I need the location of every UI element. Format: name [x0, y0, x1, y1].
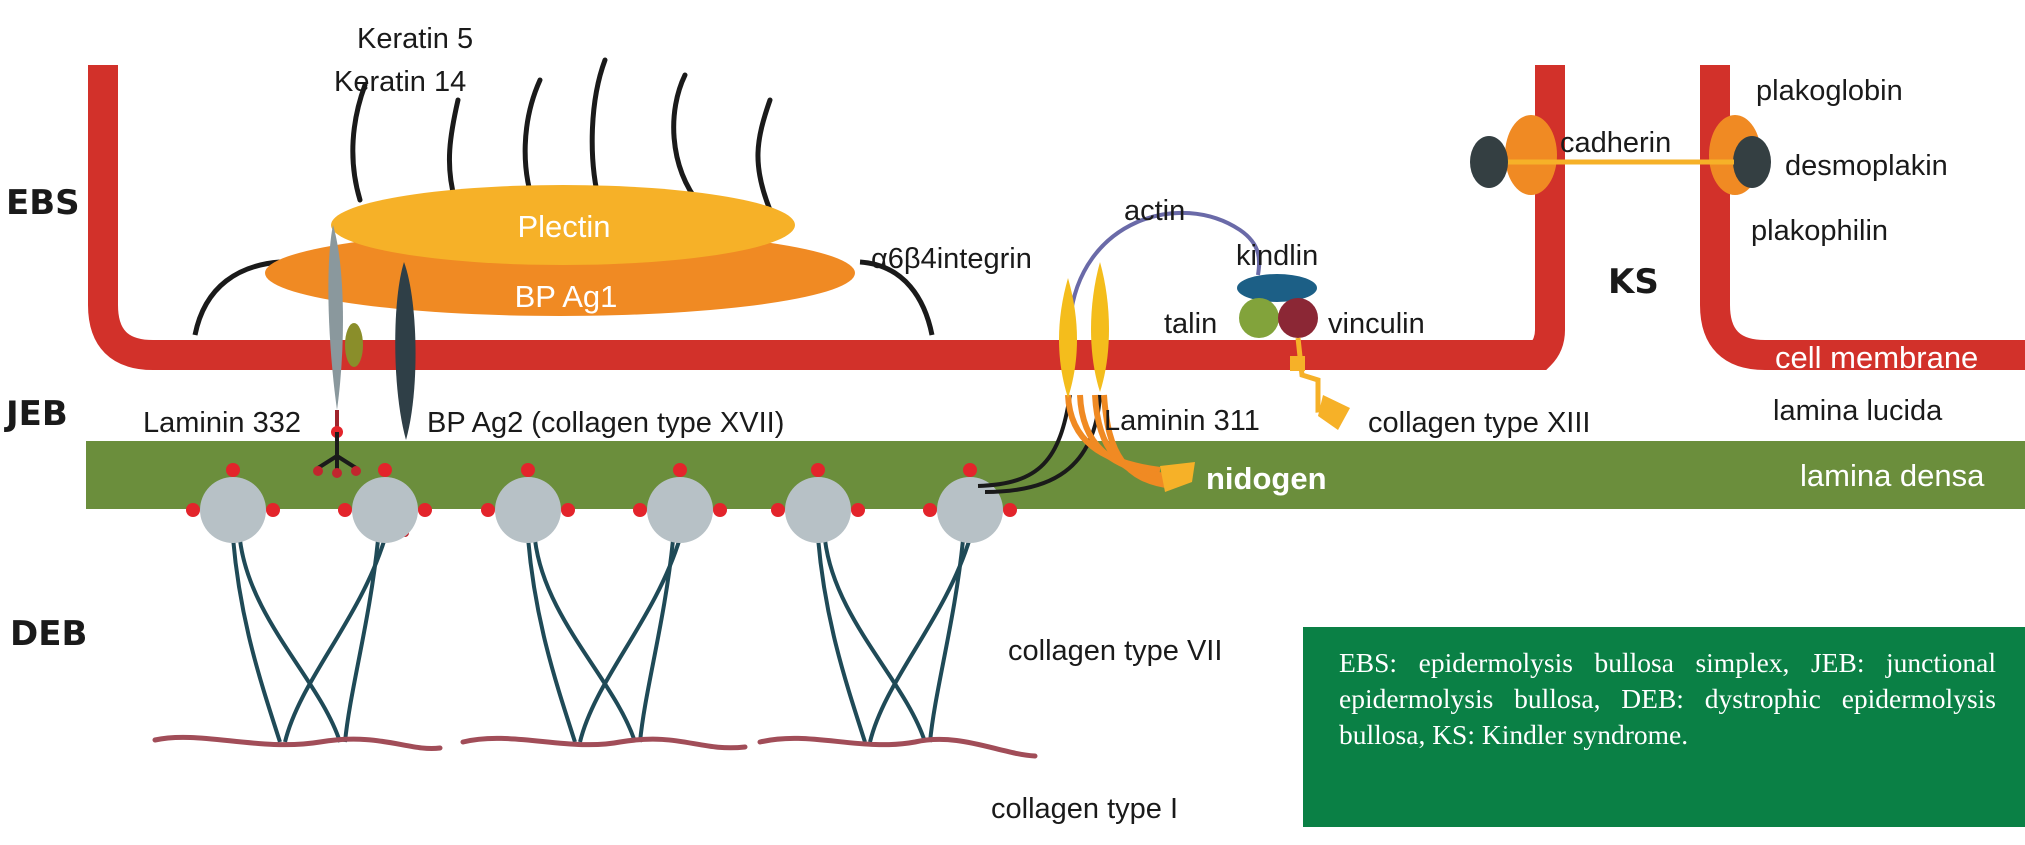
nidogen-strands [1065, 394, 1173, 489]
label-kindlin: kindlin [1236, 240, 1318, 272]
label-plakoglobin: plakoglobin [1756, 75, 1903, 107]
label-collagen1: collagen type I [991, 793, 1178, 825]
label-plakophilin: plakophilin [1751, 215, 1888, 247]
label-actin: actin [1124, 195, 1185, 227]
side-label-ebs: EBS [6, 183, 80, 223]
plectin [331, 185, 795, 265]
integrin-a6b4 [328, 225, 363, 438]
legend-box: EBS: epidermolysis bullosa simplex, JEB:… [1303, 627, 2025, 827]
label-integrin: α6β4integrin [871, 243, 1032, 275]
label-cell-membrane: cell membrane [1775, 340, 1978, 375]
cell-membrane-right [1700, 65, 2025, 370]
label-keratin14: Keratin 14 [334, 66, 466, 98]
cell-membrane-left [88, 65, 1565, 370]
label-collagen13: collagen type XIII [1368, 407, 1590, 439]
label-bp-ag1: BP Ag1 [515, 279, 618, 314]
side-label-deb: DEB [10, 614, 87, 654]
globular-red-dots [186, 463, 1017, 517]
label-lamina-lucida: lamina lucida [1773, 395, 1943, 427]
talin [1239, 298, 1279, 338]
collagen-XIII [1290, 337, 1350, 430]
label-talin: talin [1164, 308, 1217, 340]
side-label-ks: KS [1608, 262, 1659, 302]
nidogen-icon [1160, 462, 1195, 492]
legend-text: EBS: epidermolysis bullosa simplex, JEB:… [1339, 647, 1996, 750]
label-bp-ag2: BP Ag2 (collagen type XVII) [427, 407, 784, 439]
collagen-I-fibers [152, 734, 1038, 759]
collagen-VII-fibrils [231, 537, 972, 743]
desmosome [1470, 115, 1771, 195]
label-laminin311: Laminin 311 [1104, 405, 1260, 437]
label-vinculin: vinculin [1328, 308, 1425, 340]
hemidesmosome-anchors [192, 259, 935, 336]
label-cadherin: cadherin [1560, 127, 1671, 159]
label-collagen7: collagen type VII [1008, 635, 1222, 667]
side-label-jeb: JEB [4, 394, 68, 434]
label-desmoplakin: desmoplakin [1785, 150, 1948, 182]
label-keratin5: Keratin 5 [357, 23, 473, 55]
kindlin [1237, 274, 1317, 302]
laminin-332 [316, 432, 358, 470]
label-nidogen: nidogen [1206, 461, 1327, 496]
globular-domains [200, 477, 1003, 543]
actin-filament [1068, 210, 1262, 321]
label-laminin332: Laminin 332 [143, 407, 301, 439]
label-plectin: Plectin [517, 209, 610, 244]
label-lamina-densa: lamina densa [1800, 458, 1985, 493]
integrin-pair [1059, 262, 1109, 398]
vinculin [1278, 298, 1318, 338]
